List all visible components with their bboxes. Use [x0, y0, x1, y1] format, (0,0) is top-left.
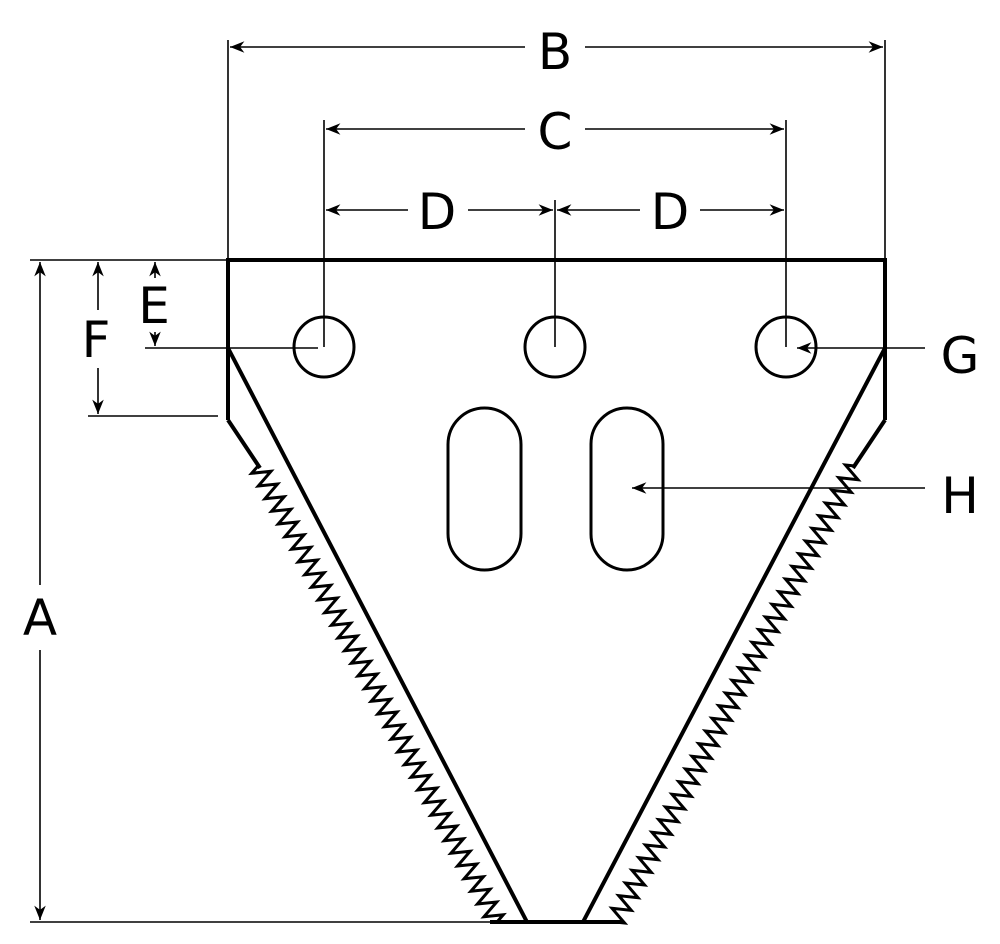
extension-lines: [30, 40, 886, 923]
slot-right: [589, 406, 665, 572]
dimension-C: C: [326, 103, 784, 161]
blade-outline: [226, 258, 887, 925]
bolt-hole-left: [292, 315, 356, 379]
label-C: C: [538, 103, 573, 161]
serration-right: [608, 463, 862, 925]
callout-H: H: [632, 467, 979, 525]
label-D-right: D: [651, 183, 690, 241]
label-H: H: [941, 467, 979, 525]
label-E: E: [138, 277, 170, 335]
bolt-hole-center: [523, 315, 587, 379]
label-A: A: [23, 589, 57, 647]
slot-left: [446, 406, 523, 572]
dimension-D: D D: [326, 183, 784, 241]
label-F: F: [82, 311, 111, 369]
bolt-hole-right: [754, 315, 818, 379]
dimension-F: F: [82, 262, 111, 414]
label-G: G: [941, 327, 980, 385]
dimension-E: E: [138, 262, 170, 346]
serration-left: [248, 465, 507, 923]
label-B: B: [538, 23, 572, 81]
dimension-B: B: [230, 23, 883, 81]
dimension-A: A: [23, 262, 57, 920]
callout-G: G: [797, 327, 979, 385]
label-D-left: D: [418, 183, 457, 241]
